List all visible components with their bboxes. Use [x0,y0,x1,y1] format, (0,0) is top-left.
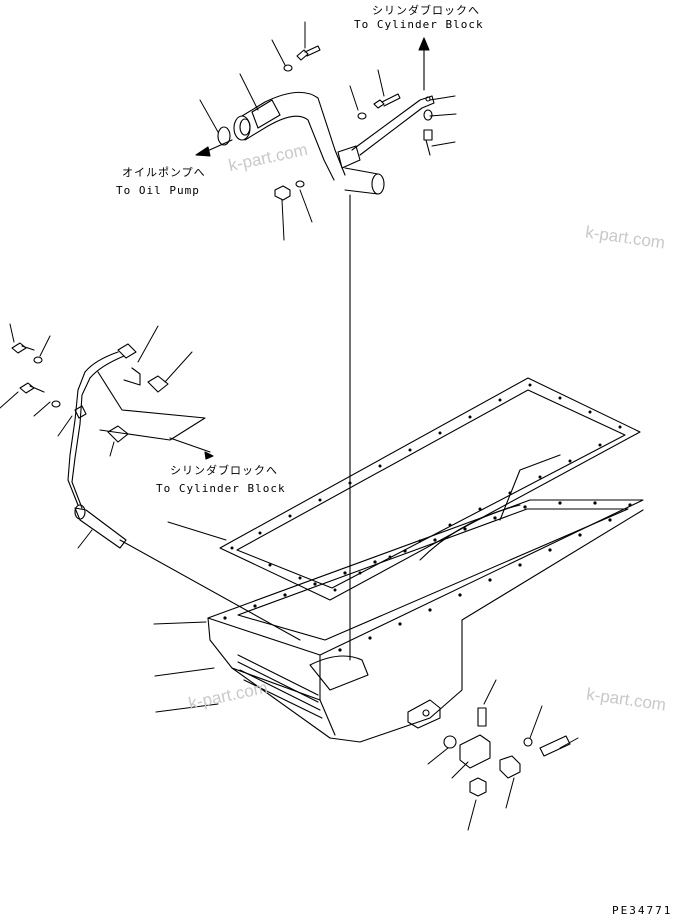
to-oil-pump-en: To Oil Pump [116,184,200,197]
oil-pan [207,454,644,743]
sensor-alignment-line [119,539,301,641]
drain-assembly [443,707,571,797]
harness-callout-frame [97,371,206,441]
harness-callout-arrowhead [204,451,214,460]
to-oil-pump-jp: オイルポンプへ [122,166,206,179]
to-cylinder-mid-en: To Cylinder Block [156,482,286,495]
top-hardware [217,45,433,201]
harness-callout-arrow-line [169,437,211,453]
callout-leaders [0,21,579,831]
to-cylinder-top-en: To Cylinder Block [354,18,484,31]
suction-pipe [233,91,385,195]
oil-pan-gasket [219,377,641,601]
to-oil-pump-arrowhead [195,146,211,157]
to-oil-pump-arrow-line [204,139,233,153]
to-cylinder-mid-jp: シリンダブロックへ [170,464,278,477]
to-cylinder-top-arrowhead [418,37,430,51]
pipe-bracket [351,95,435,156]
to-cylinder-top-jp: シリンダブロックへ [372,4,480,17]
drawing-code: PE34771 [612,904,673,917]
sensor-harness [11,342,169,549]
